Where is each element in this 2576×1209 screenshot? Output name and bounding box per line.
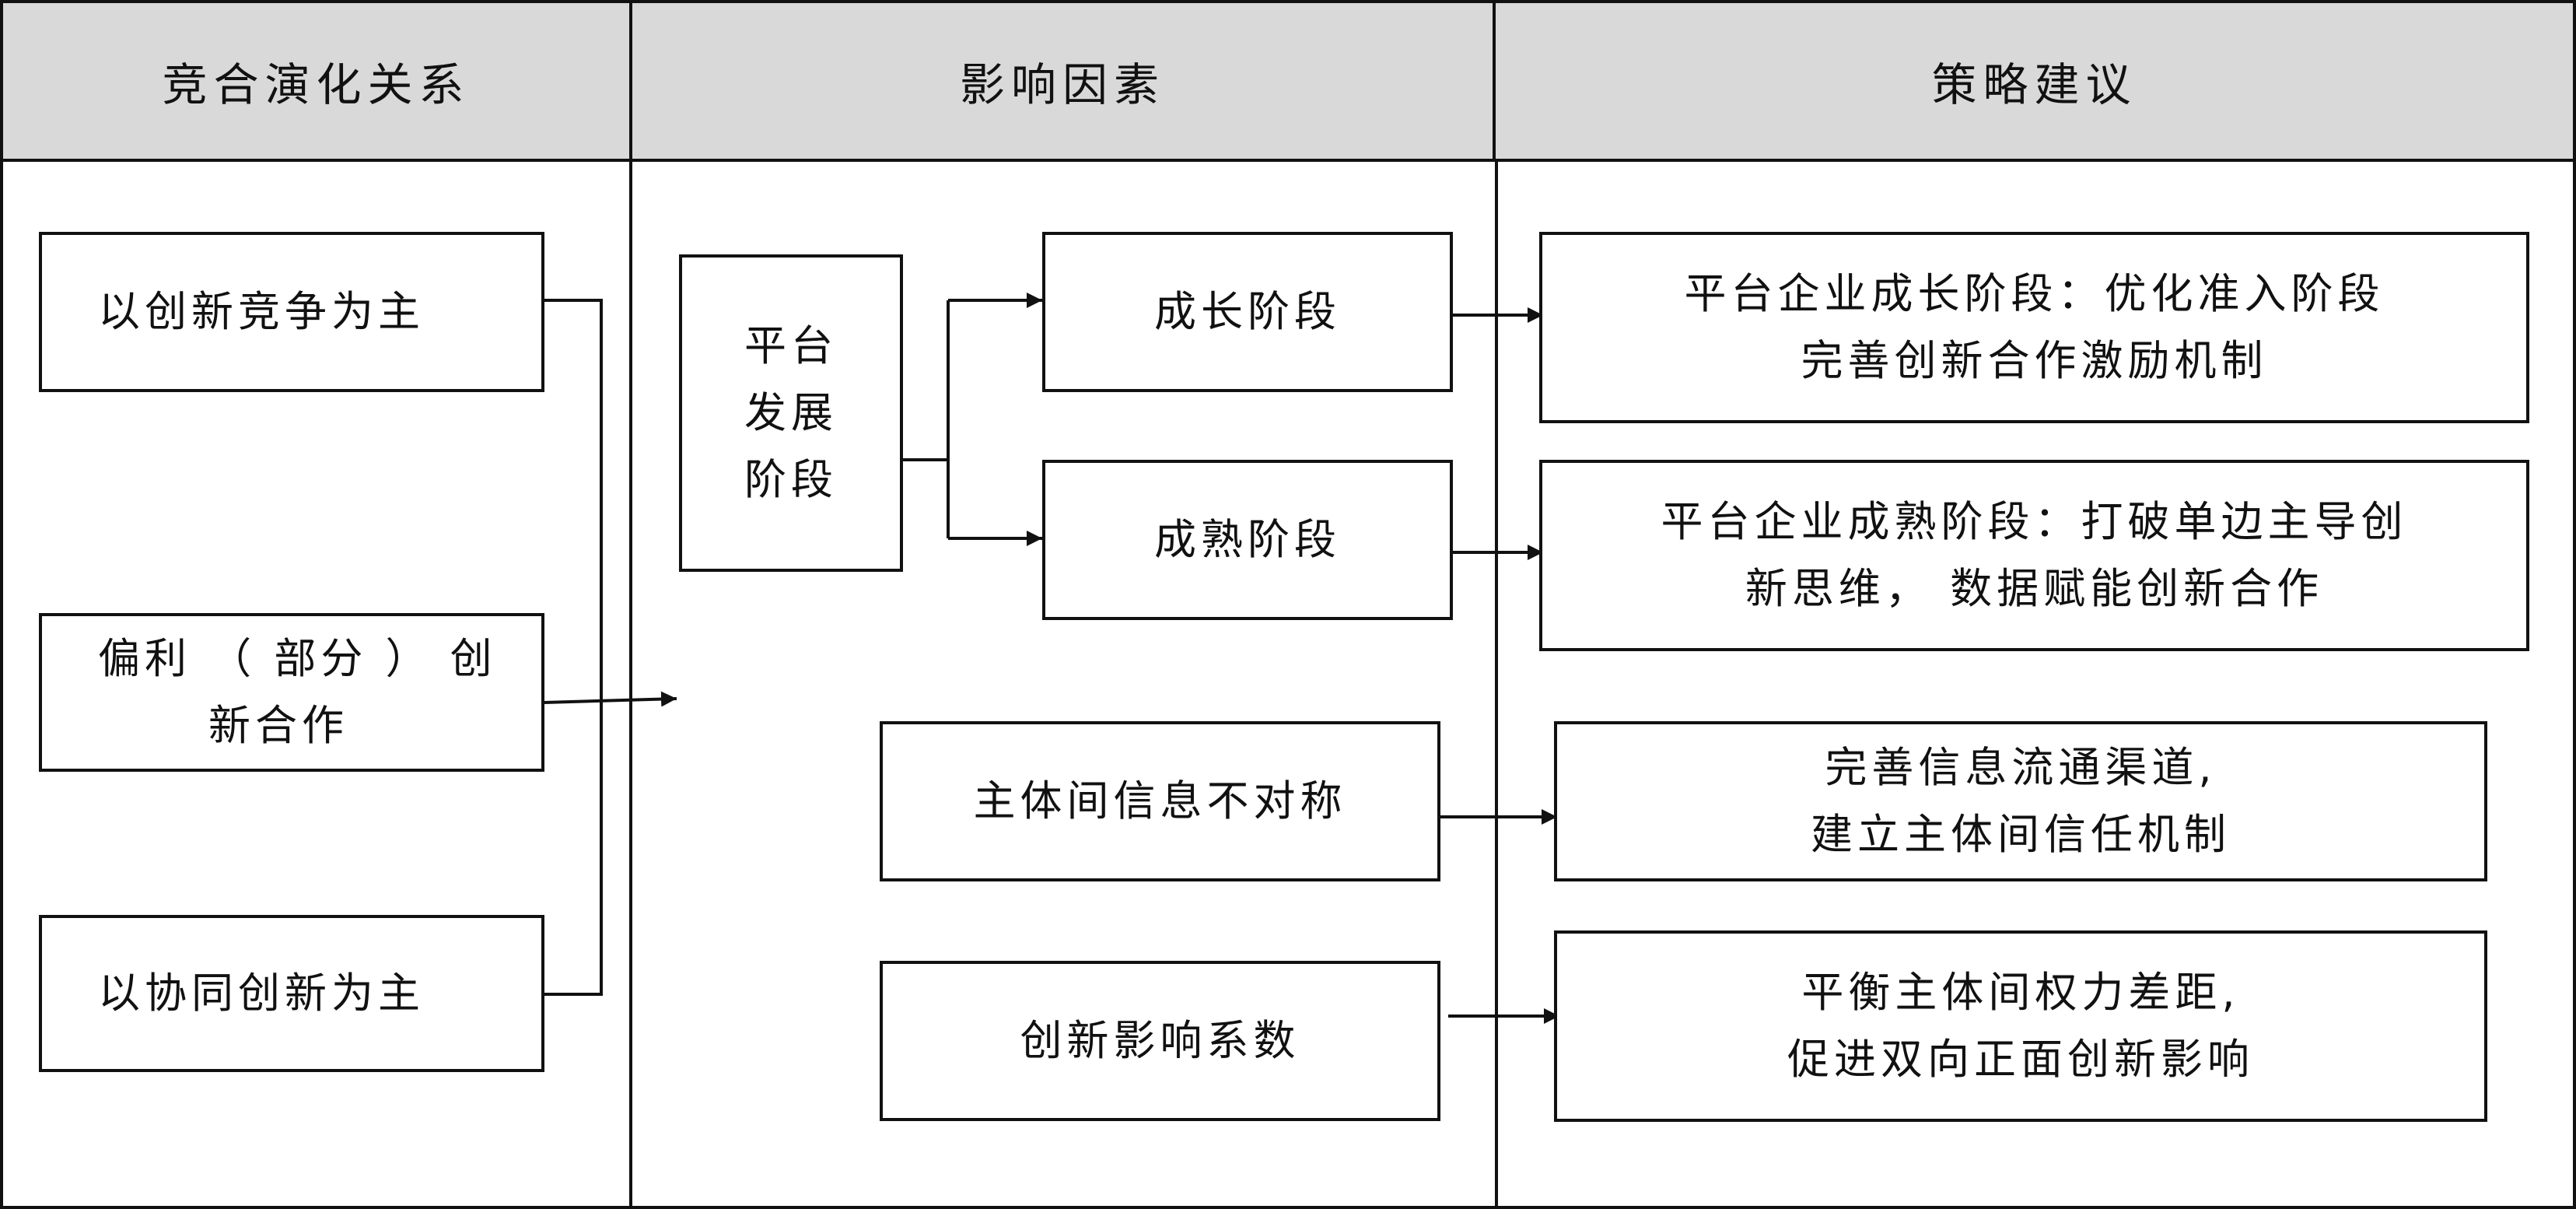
factor-mature-stage: 成熟阶段 (1042, 460, 1453, 620)
relations-arrow (544, 691, 677, 707)
header-relations: 竞合演化关系 (162, 58, 471, 111)
factor-growth-stage: 成长阶段 (1042, 232, 1453, 392)
relations-bracket (544, 299, 603, 996)
suggestion-mature-stage: 平台企业成熟阶段：打破单边主导创 新思维， 数据赋能创新合作 (1539, 460, 2529, 651)
suggestion-information-channels: 完善信息流通渠道, 建立主体间信任机制 (1554, 721, 2487, 881)
factor-innovation-coefficient: 创新影响系数 (880, 961, 1440, 1121)
header-suggestions: 策略建议 (1931, 58, 2137, 111)
relation-collaborative-innovation: 以协同创新为主 (39, 915, 544, 1072)
factor-platform-stage: 平台 发展 阶段 (679, 254, 903, 572)
relation-innovation-competition: 以创新竞争为主 (39, 232, 544, 392)
header-band (2, 2, 2574, 160)
header-factors: 影响因素 (959, 58, 1165, 111)
stage-split-connector (903, 300, 950, 538)
suggestion-power-balance: 平衡主体间权力差距, 促进双向正面创新影响 (1554, 930, 2487, 1122)
relation-partial-cooperation: 偏利 （ 部分 ） 创 新合作 (39, 613, 544, 772)
suggestion-growth-stage: 平台企业成长阶段：优化准入阶段 完善创新合作激励机制 (1539, 232, 2529, 423)
factor-information-asymmetry: 主体间信息不对称 (880, 721, 1440, 881)
